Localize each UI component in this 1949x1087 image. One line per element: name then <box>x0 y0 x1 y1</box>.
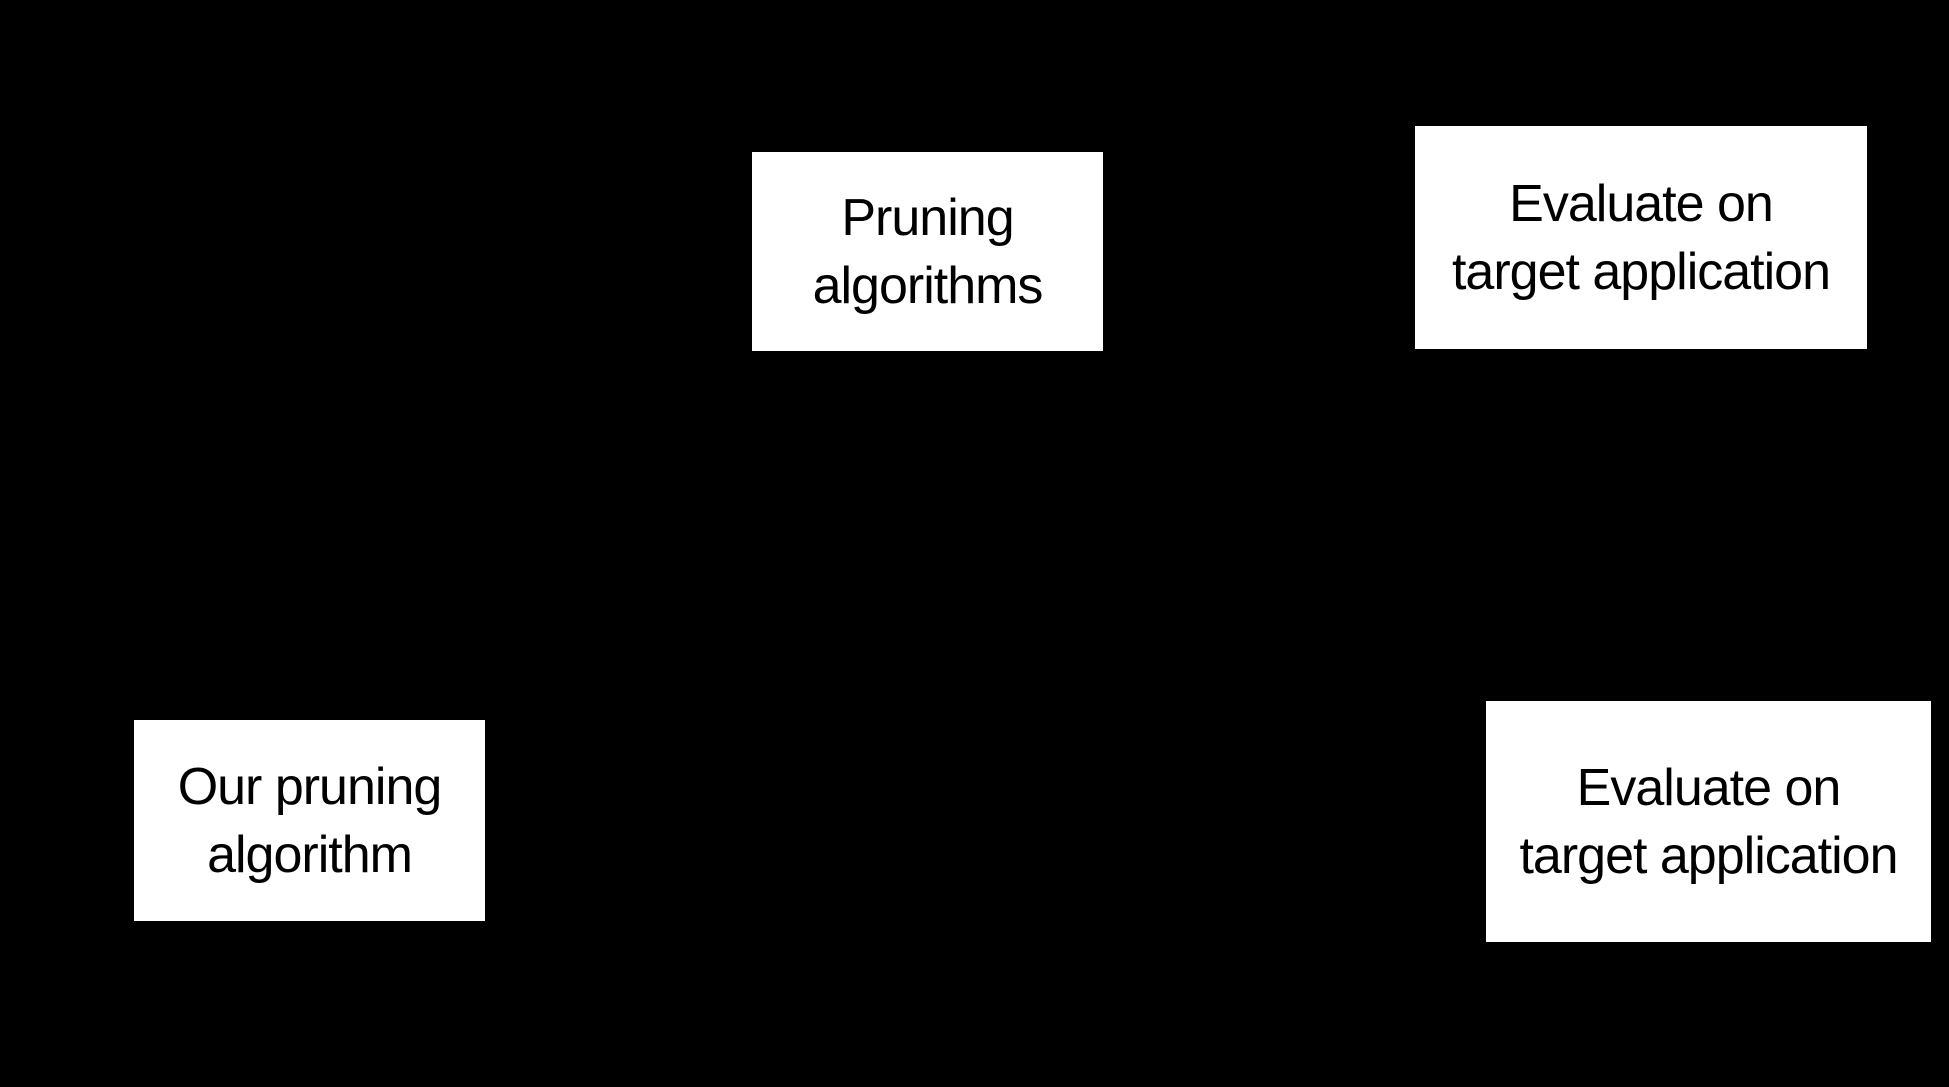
node-evaluate-bottom-label-line2: target application <box>1519 826 1898 885</box>
node-evaluate-top-label-line1: Evaluate on <box>1509 174 1774 233</box>
node-evaluate-target-application-top: Evaluate on target application <box>1415 126 1867 349</box>
node-our-pruning-label-line1: Our pruning <box>177 757 443 816</box>
node-pruning-algorithms-label-line2: algorithms <box>812 256 1044 315</box>
node-evaluate-target-application-bottom: Evaluate on target application <box>1486 701 1931 942</box>
node-pruning-algorithms-label-line1: Pruning <box>841 188 1014 247</box>
node-our-pruning-label-line2: algorithm <box>207 825 413 884</box>
node-our-pruning-algorithm: Our pruning algorithm <box>134 720 485 921</box>
node-pruning-algorithms: Pruning algorithms <box>752 152 1103 351</box>
node-evaluate-bottom-label-line1: Evaluate on <box>1576 758 1842 817</box>
node-evaluate-top-label-line2: target application <box>1451 242 1831 301</box>
